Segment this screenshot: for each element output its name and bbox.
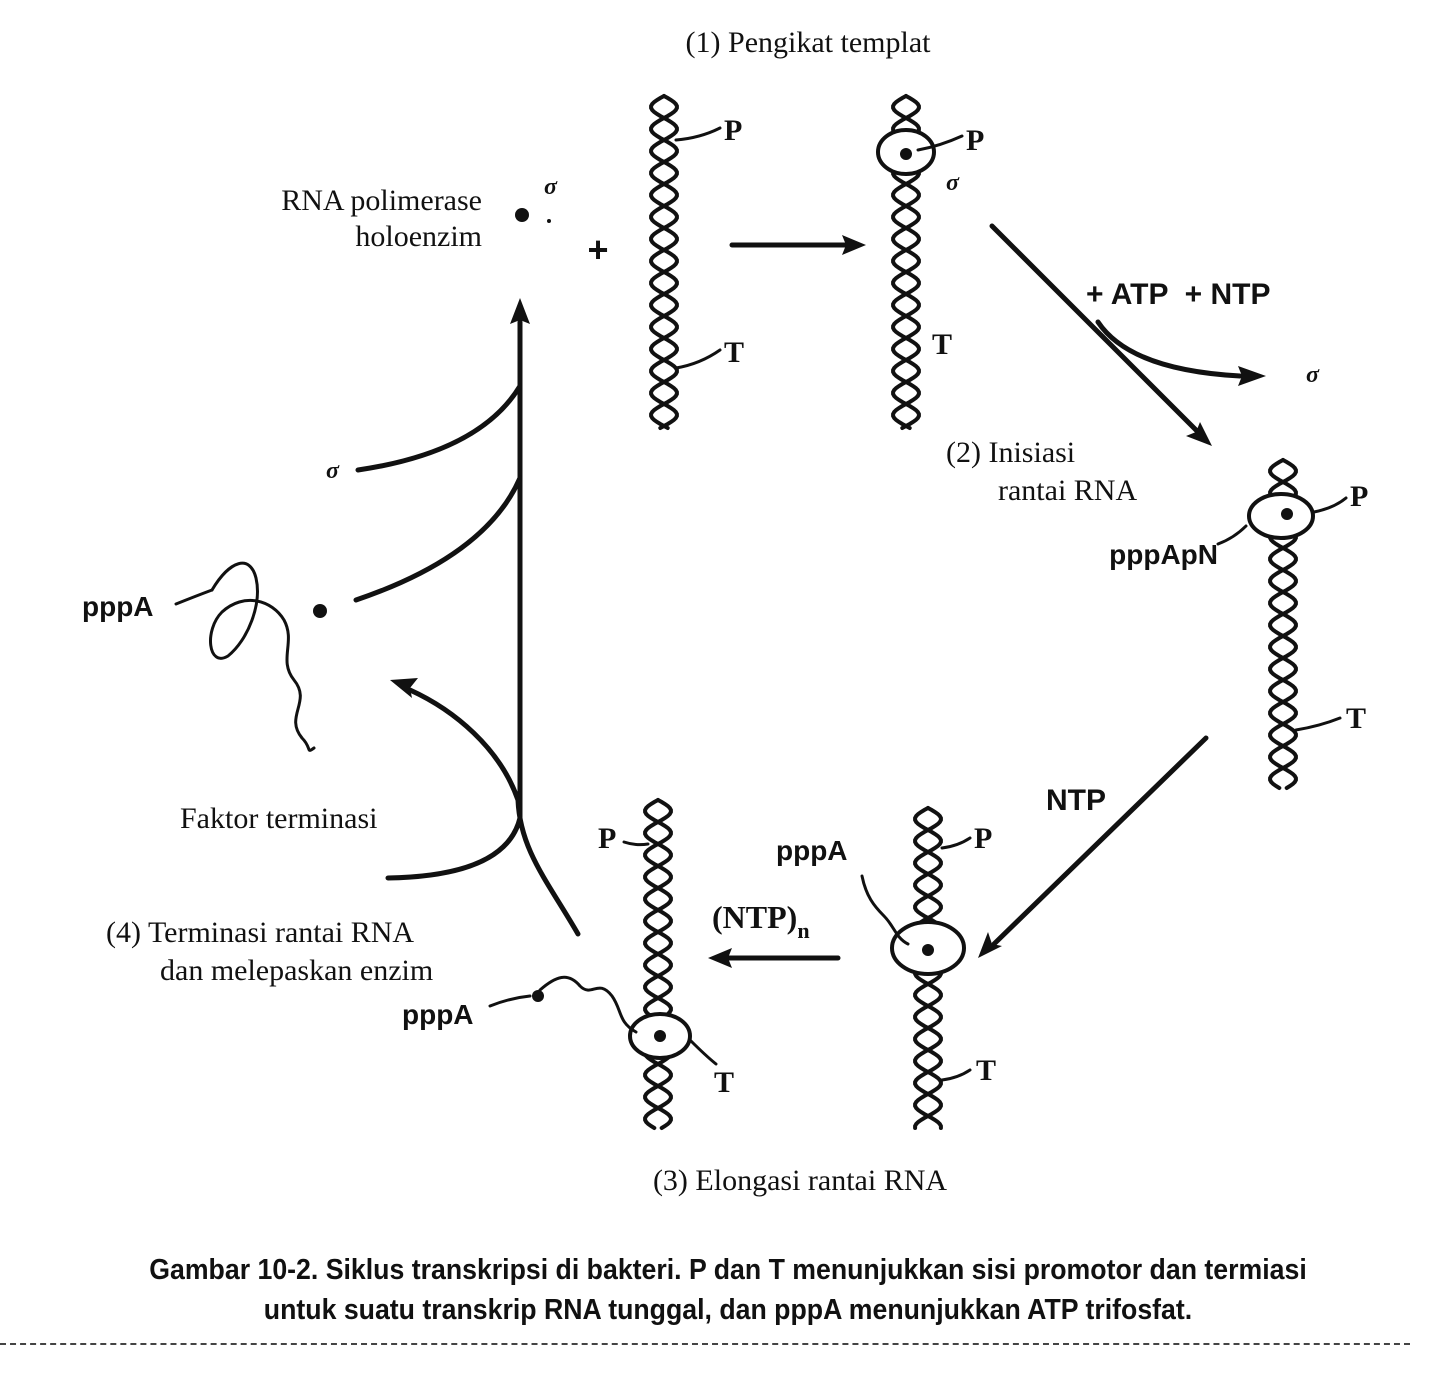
rna-transcript-elongation [860, 874, 910, 946]
sigma-holoenzyme: σ [544, 174, 558, 200]
sigma-bound: σ [946, 170, 960, 196]
stage-2-label-line2: rantai RNA [998, 474, 1137, 507]
arrow-initiation [989, 223, 1266, 446]
ntp-n-text: (NTP) [712, 899, 797, 935]
stage-4-label-line2: dan melepaskan enzim [160, 954, 433, 987]
dna-strand [649, 94, 679, 430]
arrow-elongation-entry [978, 735, 1209, 958]
promoter-label-5: P [598, 822, 616, 855]
rna-transcript-termination [488, 975, 638, 1034]
plus-sign: + [587, 229, 608, 270]
dna-strand [643, 798, 673, 1130]
holoenzyme-dot [515, 208, 529, 222]
arrow-termination-release [353, 298, 581, 937]
dna-template-free [649, 94, 679, 430]
polymerase-elongation [890, 920, 966, 976]
rna-released-transcript [174, 561, 316, 752]
dna-strand [643, 798, 673, 1130]
caption-line-1: Gambar 10-2. Siklus transkripsi di bakte… [149, 1254, 1307, 1286]
stage-2-label-line1: (2) Inisiasi [946, 436, 1075, 469]
promoter-label-3: P [1350, 480, 1368, 513]
arrow-binding [729, 235, 866, 255]
promoter-label-1: P [724, 114, 742, 147]
polymerase-bound [876, 128, 936, 176]
ntp-n-label: (NTP)n [712, 899, 810, 943]
pppApN-label: pppApN [1109, 539, 1218, 570]
stage-4-label-line1: (4) Terminasi rantai RNA [106, 916, 414, 949]
stage-3-label: (3) Elongasi rantai RNA [653, 1164, 947, 1197]
label-leaders [622, 126, 1348, 1082]
promoter-label-4: P [974, 822, 992, 855]
promoter-label-2: P [966, 124, 984, 157]
ntp-label: NTP [1046, 784, 1106, 817]
terminator-label-2: T [932, 328, 952, 361]
pppA-elongation-label: pppA [776, 835, 848, 866]
figure-caption: Gambar 10-2. Siklus transkripsi di bakte… [58, 1250, 1398, 1330]
sigma-recycled: σ [326, 458, 340, 484]
dna-strand [649, 94, 679, 430]
terminator-label-4: T [976, 1054, 996, 1087]
pppA-released-label: pppA [82, 591, 154, 622]
arrow-elongation-ntp [708, 948, 841, 968]
ntp-n-subscript: n [797, 918, 809, 943]
polymerase-initiation [1247, 492, 1315, 540]
holoenzyme-sigma-dot [547, 219, 551, 223]
atp-ntp-label: + ATP + NTP [1086, 278, 1271, 311]
caption-line-2: untuk suatu transkrip RNA tunggal, dan p… [263, 1294, 1193, 1326]
dna-termination [643, 798, 673, 1130]
released-core-dot [313, 604, 327, 618]
polymerase-termination [628, 1012, 692, 1060]
caption-divider [0, 1343, 1410, 1345]
holoenzyme-label-line2: holoenzim [355, 220, 482, 253]
holoenzyme-label-line1: RNA polimerase [281, 184, 482, 217]
pppA-termination-label: pppA [402, 999, 474, 1030]
sigma-released: σ [1306, 362, 1320, 388]
terminator-label-1: T [724, 336, 744, 369]
terminator-label-5: T [714, 1066, 734, 1099]
terminator-label-3: T [1346, 702, 1366, 735]
termination-factor-label: Faktor terminasi [180, 802, 377, 835]
stage-1-label: (1) Pengikat templat [686, 26, 932, 59]
